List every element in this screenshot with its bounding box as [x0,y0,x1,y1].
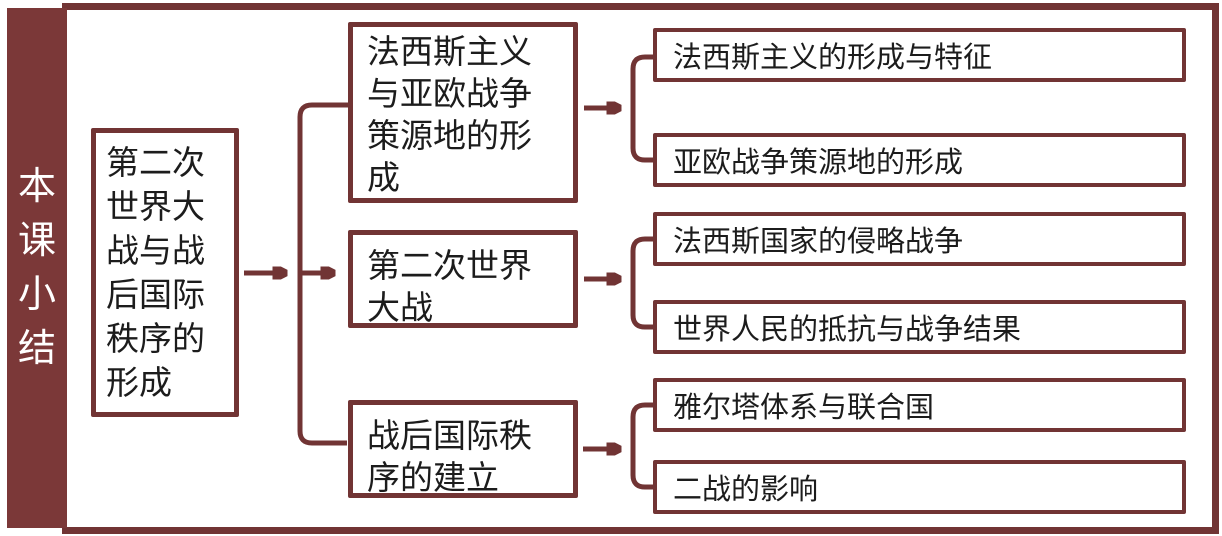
leaf-node-label: 亚欧战争策源地的形成 [673,147,964,179]
sidebar: 本课小结 [7,8,67,528]
leaf-node-label: 法西斯主义的形成与特征 [673,42,993,74]
root-node: 第二次世界大战与战后国际秩序的形成 [91,128,239,417]
leaf-node-label: 二战的影响 [673,474,819,506]
leaf-node-ww2-impact: 二战的影响 [653,460,1186,514]
branch-node-fascism: 法西斯主义与亚欧战争策源地的形成 [348,22,578,203]
branch-node-ww2: 第二次世界大战 [348,230,578,328]
leaf-node-label: 法西斯国家的侵略战争 [673,226,964,258]
branch-node-postwar-order: 战后国际秩序的建立 [348,400,578,498]
leaf-node-war-origins: 亚欧战争策源地的形成 [653,133,1186,187]
branch-node-label: 第二次世界大战 [367,247,532,326]
branch-node-label: 法西斯主义与亚欧战争策源地的形成 [367,33,532,196]
leaf-node-resistance-results: 世界人民的抵抗与战争结果 [653,300,1186,354]
branch-node-label: 战后国际秩序的建立 [367,417,532,496]
sidebar-title: 本课小结 [17,166,56,370]
leaf-node-label: 雅尔塔体系与联合国 [673,392,935,424]
leaf-node-fascism-formation: 法西斯主义的形成与特征 [653,28,1186,82]
outer-frame [62,3,1219,534]
root-node-label: 第二次世界大战与战后国际秩序的形成 [106,144,205,401]
leaf-node-aggression-wars: 法西斯国家的侵略战争 [653,212,1186,266]
leaf-node-yalta-un: 雅尔塔体系与联合国 [653,378,1186,432]
leaf-node-label: 世界人民的抵抗与战争结果 [673,314,1022,346]
